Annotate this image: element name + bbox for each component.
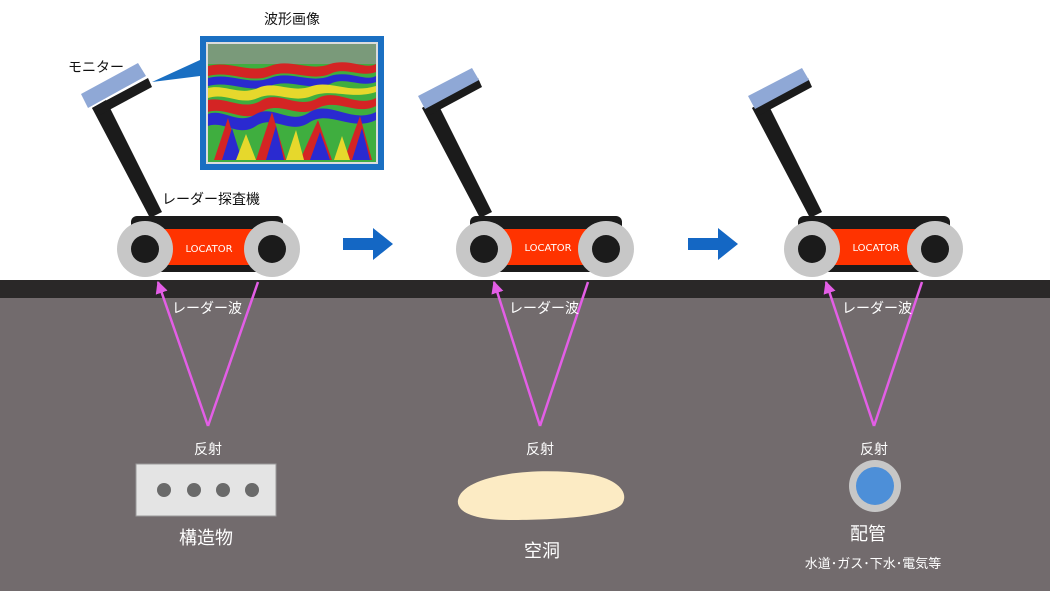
- structure-hole: [187, 483, 201, 497]
- cavity-label: 空洞: [524, 541, 560, 562]
- monitor-screen: [418, 68, 479, 109]
- radar-wave-label: レーダー波: [172, 301, 242, 317]
- pipe-label: 配管: [850, 524, 886, 545]
- radar-device-label: レーダー探査機: [162, 192, 260, 208]
- monitor-screen: [81, 63, 146, 108]
- structure-label: 構造物: [179, 528, 233, 549]
- cart-handle: [92, 100, 162, 218]
- locator-label: LOCATOR: [185, 244, 232, 255]
- monitor-body: [422, 78, 482, 116]
- locator-label: LOCATOR: [524, 243, 571, 254]
- reflection-label: 反射: [194, 442, 222, 458]
- monitor-body: [92, 78, 152, 116]
- locator-label: LOCATOR: [852, 243, 899, 254]
- monitor-label: モニター: [68, 60, 124, 76]
- cart-handle: [422, 100, 492, 218]
- waveform-callout: [152, 36, 384, 170]
- radar-wave-emitted: [872, 281, 924, 427]
- ground-surface: [0, 280, 1050, 298]
- cart-handle: [752, 100, 822, 218]
- wheel-hub: [592, 235, 620, 263]
- radar-wave-reflected: [491, 280, 542, 427]
- wheel-hub: [470, 235, 498, 263]
- wheel-hub: [921, 235, 949, 263]
- radar-wave-emitted: [538, 281, 590, 427]
- pipe-interior: [856, 467, 894, 505]
- radar-cart-2: LOCATOR: [418, 68, 634, 277]
- radar-wave-emitted: [206, 281, 260, 427]
- radar-cart-1: LOCATOR: [81, 63, 300, 277]
- waveform-title: 波形画像: [264, 12, 320, 28]
- structure-hole: [216, 483, 230, 497]
- callout-pointer: [152, 60, 200, 82]
- radar-wave-reflected: [823, 280, 876, 427]
- wheel-hub: [258, 235, 286, 263]
- structure-hole: [245, 483, 259, 497]
- pipe-cross-section-icon: [849, 460, 901, 512]
- wheel-hub: [798, 235, 826, 263]
- wheel-hub: [131, 235, 159, 263]
- reflection-label: 反射: [860, 442, 888, 458]
- radar-cart-3: LOCATOR: [748, 68, 963, 277]
- radar-wave-label: レーダー波: [842, 301, 912, 317]
- reflection-label: 反射: [526, 442, 554, 458]
- radar-wave-label: レーダー波: [509, 301, 579, 317]
- concrete-block-icon: [135, 463, 277, 517]
- radar-wave-reflected: [155, 280, 210, 427]
- monitor-screen: [748, 68, 809, 109]
- right-arrow-icon: [688, 228, 738, 260]
- pipe-types-label: 水道･ガス･下水･電気等: [805, 556, 942, 572]
- waveform-image: [208, 44, 376, 162]
- monitor-body: [752, 78, 812, 116]
- structure-hole: [157, 483, 171, 497]
- right-arrow-icon: [343, 228, 393, 260]
- cavity-shape-icon: [457, 471, 625, 520]
